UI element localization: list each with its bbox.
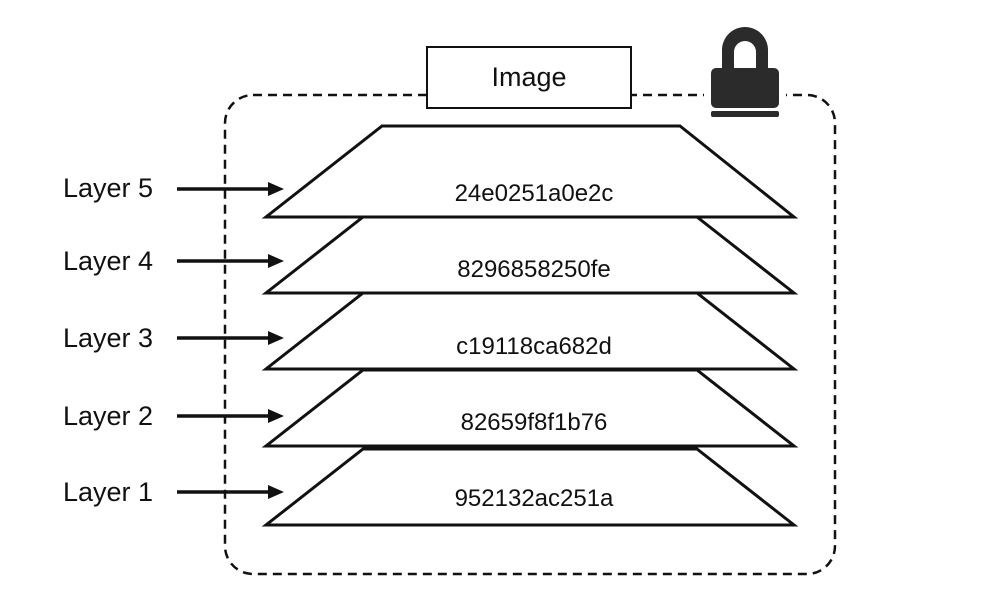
layer-1-arrow (177, 485, 284, 499)
layer-5-hash: 24e0251a0e2c (454, 180, 614, 207)
layer-5-arrow (177, 182, 284, 196)
layer-5-shape (261, 124, 799, 219)
layer-2-label: Layer 2 (63, 401, 154, 431)
layer-2-arrow (177, 409, 284, 423)
layer-1-shape (261, 447, 799, 527)
layer-5-label: Layer 5 (63, 173, 154, 203)
layer-1-label: Layer 1 (63, 477, 154, 507)
layer-4-label: Layer 4 (63, 246, 154, 276)
lock-icon (704, 27, 786, 117)
image-title-box: Image (426, 46, 632, 109)
layer-3-label: Layer 3 (63, 323, 154, 353)
layer-2-hash: 82659f8f1b76 (460, 409, 608, 436)
layer-3-hash: c19118ca682d (456, 333, 612, 360)
layer-4-hash: 8296858250fe (457, 256, 611, 283)
layer-3-arrow (177, 331, 284, 345)
image-title: Image (491, 62, 567, 92)
layer-4-arrow (177, 254, 284, 268)
layer-1-hash: 952132ac251a (454, 485, 614, 512)
